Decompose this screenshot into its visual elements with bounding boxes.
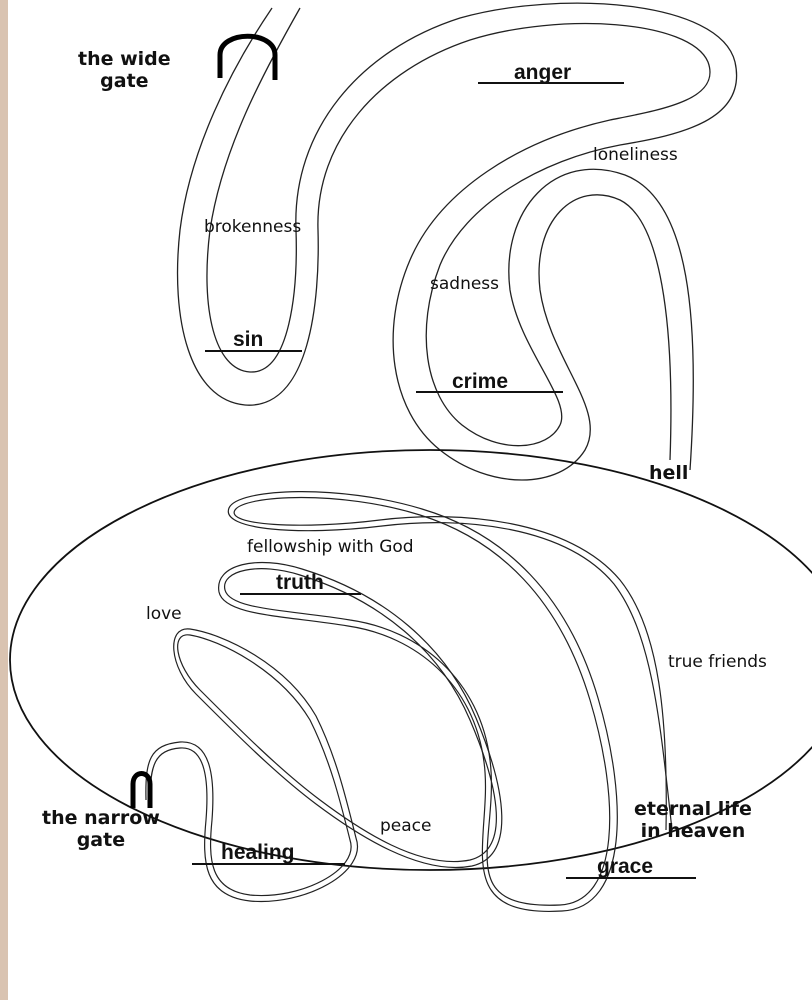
wide-gate-icon (217, 33, 278, 80)
label-brokenness: brokenness (204, 217, 302, 237)
narrow-gate-icon (130, 771, 153, 808)
label-truth: truth (276, 571, 324, 594)
wide-road (176, 2, 738, 481)
label-love: love (146, 604, 182, 624)
underline-crime (416, 391, 563, 393)
underline-healing (192, 863, 345, 865)
label-loneliness: loneliness (593, 145, 678, 165)
narrow-road (145, 491, 673, 912)
label-fellowship: fellowship with God (247, 537, 414, 557)
label-sin: sin (233, 328, 264, 351)
label-true-friends: true friends (668, 652, 767, 672)
label-hell: hell (649, 462, 689, 484)
underline-truth (240, 593, 361, 595)
kingdom-ellipse (9, 449, 812, 871)
label-grace: grace (597, 855, 654, 878)
label-anger: anger (514, 61, 572, 84)
label-sadness: sadness (430, 274, 500, 294)
left-border (0, 0, 8, 1000)
label-crime: crime (452, 370, 509, 393)
underline-sin (205, 350, 302, 352)
underline-anger (478, 82, 624, 84)
label-peace: peace (380, 816, 432, 836)
label-healing: healing (221, 841, 295, 864)
underline-grace (566, 877, 696, 879)
